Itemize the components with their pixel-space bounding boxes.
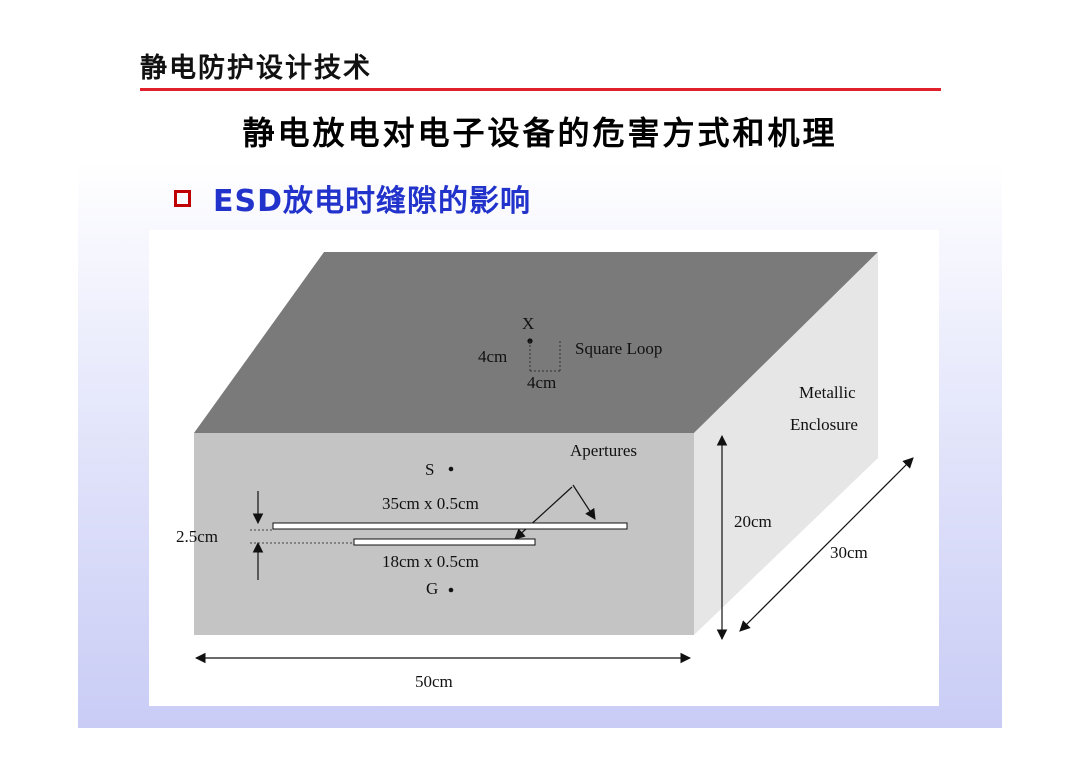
- loop-side-h-label: 4cm: [527, 373, 556, 392]
- aperture-small: [353, 538, 536, 546]
- enclosure-diagram: X 4cm 4cm Square Loop Metallic Enclosure…: [176, 252, 914, 691]
- loop-side-v-label: 4cm: [478, 347, 507, 366]
- enclosure-label: Enclosure: [790, 415, 858, 434]
- point-x-label: X: [522, 314, 534, 333]
- point-s-label: S: [425, 460, 434, 479]
- metallic-label: Metallic: [799, 383, 856, 402]
- point-g-label: G: [426, 579, 438, 598]
- square-loop-label: Square Loop: [575, 339, 662, 358]
- bullet-item: ESD放电时缝隙的影响: [174, 176, 531, 220]
- aperture-large: [272, 522, 628, 530]
- enclosure-figure: X 4cm 4cm Square Loop Metallic Enclosure…: [149, 230, 939, 706]
- point-g-dot: [448, 587, 454, 593]
- height-label: 20cm: [734, 512, 772, 531]
- bullet-text: ESD放电时缝隙的影响: [213, 184, 532, 219]
- square-bullet-icon: [174, 189, 191, 207]
- enclosure-top-face: [194, 252, 878, 433]
- header-title: 静电防护设计技术: [140, 53, 372, 84]
- width-label: 50cm: [415, 672, 453, 691]
- enclosure-front-face: [194, 433, 694, 635]
- apertures-label: Apertures: [570, 441, 637, 460]
- spacing-label: 2.5cm: [176, 527, 218, 546]
- aperture1-size-label: 35cm x 0.5cm: [382, 494, 479, 513]
- header-divider: [140, 88, 941, 91]
- point-s-dot: [448, 466, 454, 472]
- slide-title: 静电放电对电子设备的危害方式和机理: [242, 114, 838, 152]
- aperture2-size-label: 18cm x 0.5cm: [382, 552, 479, 571]
- depth-label: 30cm: [830, 543, 868, 562]
